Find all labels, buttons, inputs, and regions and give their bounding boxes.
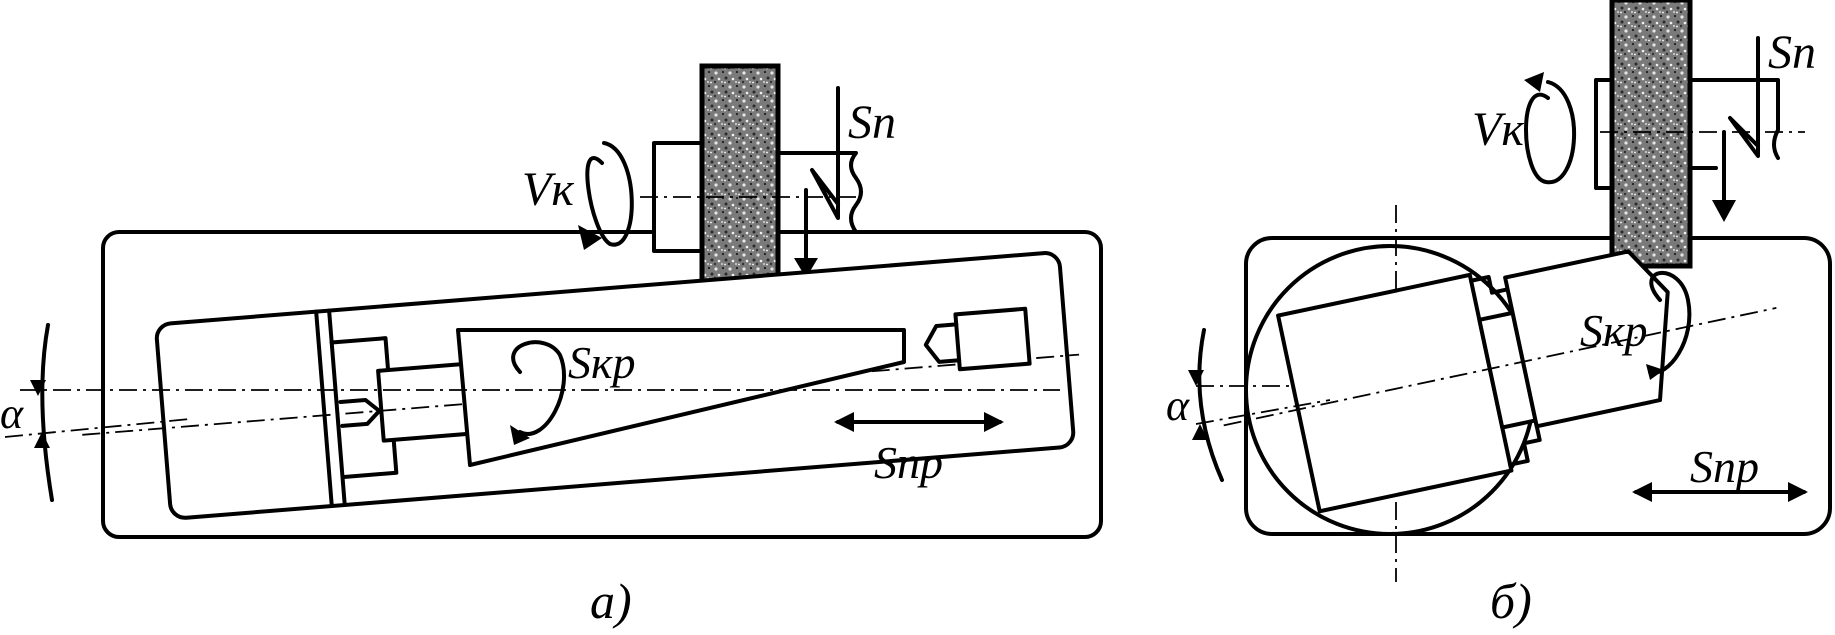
skr-label-a: Sкр <box>568 337 636 388</box>
spr-label-a: Sпр <box>874 437 943 488</box>
caption-a: а) <box>590 573 632 629</box>
angle-ray-b <box>1195 399 1331 425</box>
tilted-axis-a <box>4 418 191 438</box>
work-rotation-head-b <box>1646 364 1664 380</box>
plunge-feed-head-b <box>1712 200 1736 222</box>
work-rotation-head-a <box>510 425 530 445</box>
tilted-axis-b <box>1223 306 1777 427</box>
angle-head-bottom-a <box>34 432 50 448</box>
skr-label-b: Sкр <box>1580 305 1648 356</box>
alpha-label-a: α <box>0 389 24 438</box>
conical-workpiece-a <box>456 328 906 467</box>
spr-label-b: Sпр <box>1690 441 1759 492</box>
angle-head-top-b <box>1188 370 1204 386</box>
wheel-rotation-arrow-b <box>1524 80 1576 185</box>
plunge-feed-arrow-b <box>1728 36 1760 158</box>
spindle-housing-b <box>1686 78 1780 170</box>
vk-label-b: Vк <box>1472 103 1524 156</box>
spindle-housing-a <box>772 151 863 234</box>
sn-label-b: Sп <box>1768 26 1816 79</box>
angle-head-bottom-b <box>1192 424 1208 440</box>
angle-head-top-a <box>30 380 46 396</box>
panel-b: α Vк Sп Sкр Sпр б) <box>1166 0 1832 629</box>
workpiece-b <box>1503 249 1670 429</box>
angle-arc-a <box>40 323 54 502</box>
arbor-a <box>376 361 472 443</box>
sn-label-a: Sп <box>848 96 896 149</box>
work-rotation-arrow-a <box>511 340 566 436</box>
alpha-label-b: α <box>1166 381 1190 430</box>
caption-b: б) <box>1490 573 1532 629</box>
vk-label-a: Vк <box>522 163 574 216</box>
plunge-feed-head-a <box>794 258 818 278</box>
wheel-rotation-arrow-a <box>585 141 634 247</box>
grinding-wheel-b <box>1609 0 1693 269</box>
angle-arc-b <box>1197 328 1224 482</box>
wheel-rotation-head-a <box>578 225 602 250</box>
tailstock-a <box>953 306 1032 372</box>
panel-a: α Vк Sп Sкр Sпр а) <box>0 63 1103 629</box>
workhead-b <box>1276 272 1514 514</box>
wheel-rotation-head-b <box>1524 72 1544 92</box>
plunge-feed-arrow-a <box>810 86 840 220</box>
work-rotation-arrow-b <box>1648 271 1692 375</box>
centre-right-a <box>923 322 962 364</box>
headstock-line-a1 <box>314 309 334 509</box>
